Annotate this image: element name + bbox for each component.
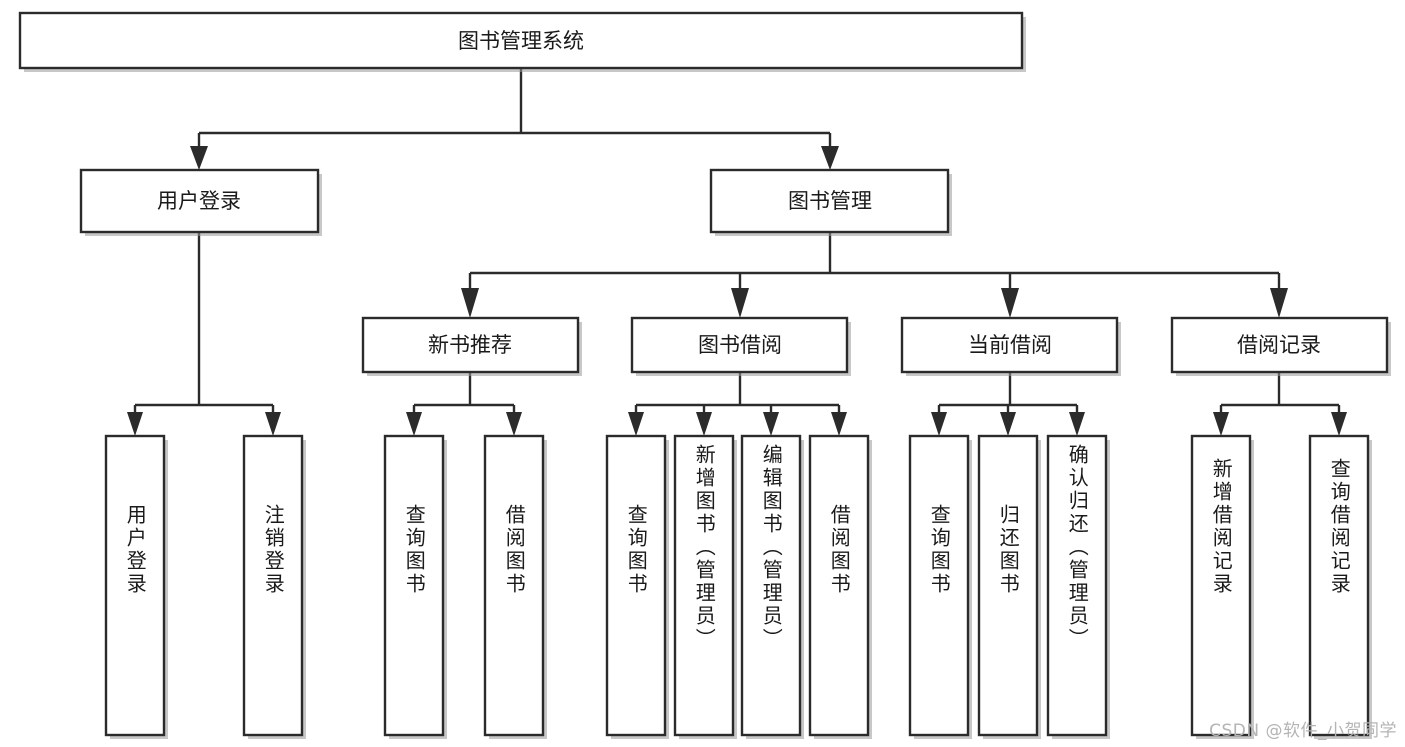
arrow-head-bb-leaf-4: [831, 412, 847, 436]
leaf-box[interactable]: [1308, 434, 1370, 737]
node-user-login-box[interactable]: [79, 168, 320, 234]
arrow-head-br-leaf-1: [1213, 412, 1229, 436]
arrow-head-user-login: [190, 146, 208, 170]
leaf-box[interactable]: [808, 434, 870, 737]
arrow-head-bb-leaf-3: [763, 412, 779, 436]
arrow-head-new-book: [461, 288, 479, 318]
node-root-box[interactable]: [18, 11, 1024, 70]
leaf-box[interactable]: [483, 434, 545, 737]
leaf-box[interactable]: [104, 434, 166, 737]
arrow-head-nb-leaf-1: [406, 412, 422, 436]
node-book-borrow-box[interactable]: [630, 316, 849, 374]
node-new-book-box[interactable]: [361, 316, 580, 374]
arrow-head-ul-leaf-2: [265, 412, 281, 436]
arrow-head-cb-leaf-1: [931, 412, 947, 436]
arrow-head-br-leaf-2: [1331, 412, 1347, 436]
arrow-head-bb-leaf-2: [696, 412, 712, 436]
node-book-manage-label: 图书管理: [788, 189, 872, 213]
arrow-head-book-borrow: [731, 288, 749, 318]
leaf-box[interactable]: [740, 434, 802, 737]
watermark: CSDN @软件_小贺同学: [1209, 721, 1397, 741]
arrow-head-cb-leaf-2: [1000, 412, 1016, 436]
leaf-box[interactable]: [383, 434, 445, 737]
arrow-head-nb-leaf-2: [506, 412, 522, 436]
node-book-manage-box[interactable]: [709, 168, 950, 234]
leaf-box[interactable]: [605, 434, 667, 737]
arrow-head-current-borrow: [1001, 288, 1019, 318]
arrow-head-book-manage: [821, 146, 839, 170]
leaf-box[interactable]: [673, 434, 735, 737]
arrow-head-bb-leaf-1: [628, 412, 644, 436]
arrow-head-borrow-record: [1270, 288, 1288, 318]
node-new-book-label: 新书推荐: [428, 333, 512, 357]
node-borrow-record-label: 借阅记录: [1237, 333, 1321, 357]
leaf-box[interactable]: [242, 434, 304, 737]
node-root-label: 图书管理系统: [458, 29, 584, 53]
connector-layer: [127, 69, 1347, 436]
arrow-head-ul-leaf-1: [127, 412, 143, 436]
node-borrow-record-box[interactable]: [1170, 316, 1389, 374]
leaf-box[interactable]: [1190, 434, 1252, 737]
leaf-box[interactable]: [1046, 434, 1108, 737]
node-current-borrow-box[interactable]: [900, 316, 1119, 374]
leaf-box[interactable]: [977, 434, 1039, 737]
node-book-borrow-label: 图书借阅: [698, 333, 782, 357]
node-layer: [18, 11, 1389, 737]
node-user-login-label: 用户登录: [157, 189, 241, 213]
leaf-box[interactable]: [908, 434, 970, 737]
label-layer: 图书管理系统 用户登录 图书管理 新书推荐 图书借阅 当前借阅 借阅记录: [157, 29, 1321, 357]
node-current-borrow-label: 当前借阅: [968, 333, 1052, 357]
arrow-head-cb-leaf-3: [1069, 412, 1085, 436]
